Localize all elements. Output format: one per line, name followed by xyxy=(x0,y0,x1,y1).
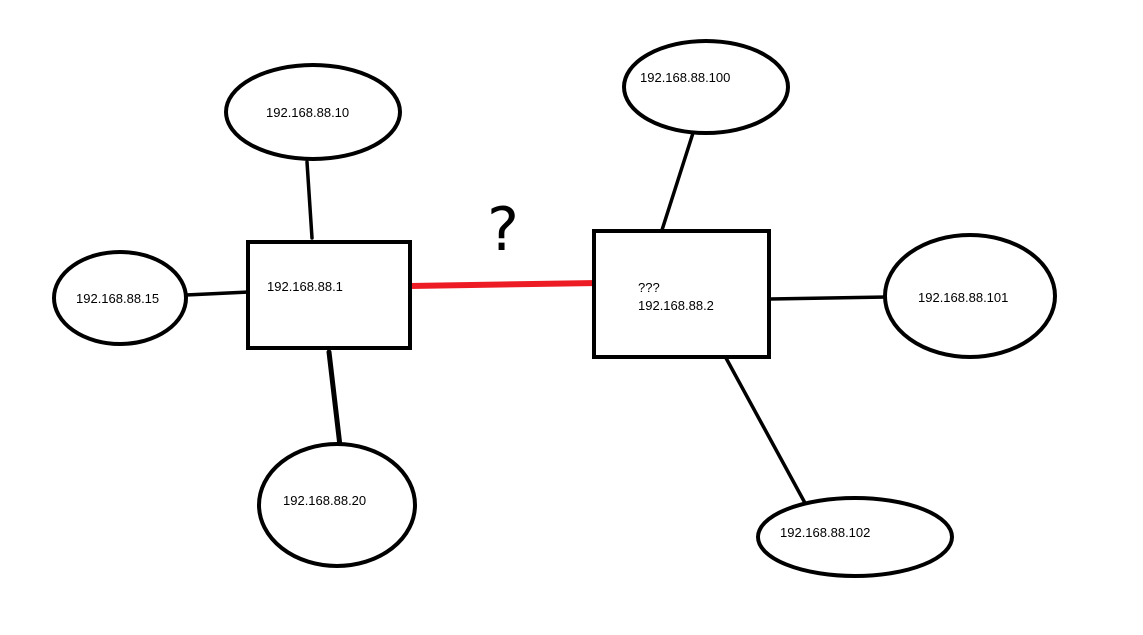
link-router-right-to-host-102 xyxy=(724,356,807,505)
link-router-left-to-host-20 xyxy=(326,349,343,449)
host-label-20: 192.168.88.20 xyxy=(283,493,366,508)
router-right xyxy=(592,229,771,359)
host-ellipse-20 xyxy=(257,442,417,568)
host-label-15: 192.168.88.15 xyxy=(76,291,159,306)
link-router-right-to-host-101 xyxy=(768,295,889,301)
host-ellipse-102 xyxy=(756,496,954,578)
unknown-link-label: ? xyxy=(487,195,519,265)
link-router-left-to-host-10 xyxy=(305,160,314,240)
host-ellipse-100 xyxy=(622,39,790,135)
router-right-name: ??? xyxy=(638,280,660,295)
host-label-102: 192.168.88.102 xyxy=(780,525,870,540)
host-ellipse-10 xyxy=(224,63,402,161)
host-label-101: 192.168.88.101 xyxy=(918,290,1008,305)
router-right-ip: 192.168.88.2 xyxy=(638,298,714,313)
router-left-ip: 192.168.88.1 xyxy=(267,279,343,294)
unknown-link xyxy=(407,280,601,289)
link-router-right-to-host-100 xyxy=(660,131,695,232)
host-ellipse-15 xyxy=(52,250,188,346)
host-ellipse-101 xyxy=(883,233,1057,359)
link-router-left-to-host-15 xyxy=(184,290,251,297)
router-left xyxy=(246,240,412,350)
host-label-100: 192.168.88.100 xyxy=(640,70,730,85)
host-label-10: 192.168.88.10 xyxy=(266,105,349,120)
